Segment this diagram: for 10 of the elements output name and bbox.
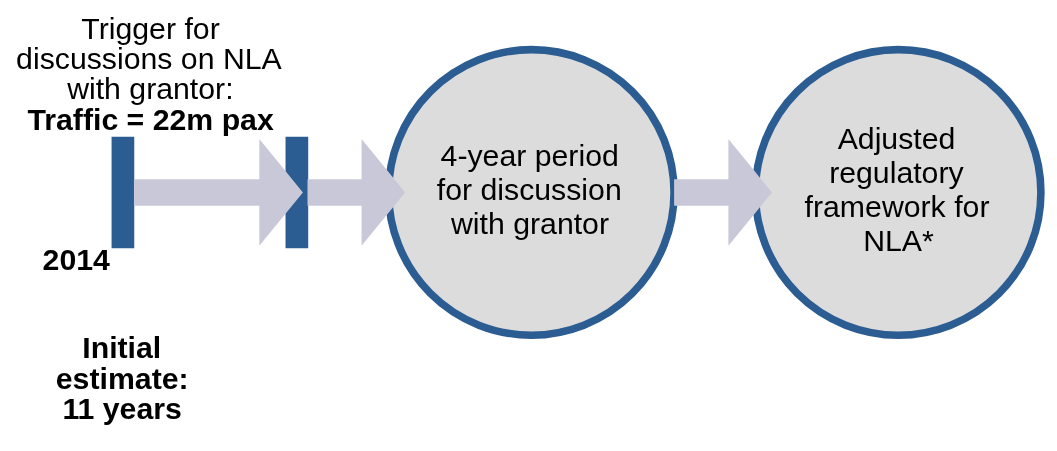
arrow bbox=[133, 139, 303, 246]
arrow bbox=[307, 139, 406, 246]
node-circle: 4-year period for discussion with grantor bbox=[384, 45, 678, 339]
label: Initial estimate: 11 years bbox=[55, 331, 189, 425]
node-label: Trigger for discussions on NLA with grantor: bbox=[16, 11, 282, 106]
node-bar bbox=[111, 136, 135, 249]
node-label: 2014 bbox=[42, 242, 110, 276]
node-circle: Adjusted regulatory framework for NLA* bbox=[751, 45, 1045, 339]
node-bar bbox=[285, 136, 309, 249]
arrow bbox=[674, 139, 772, 246]
